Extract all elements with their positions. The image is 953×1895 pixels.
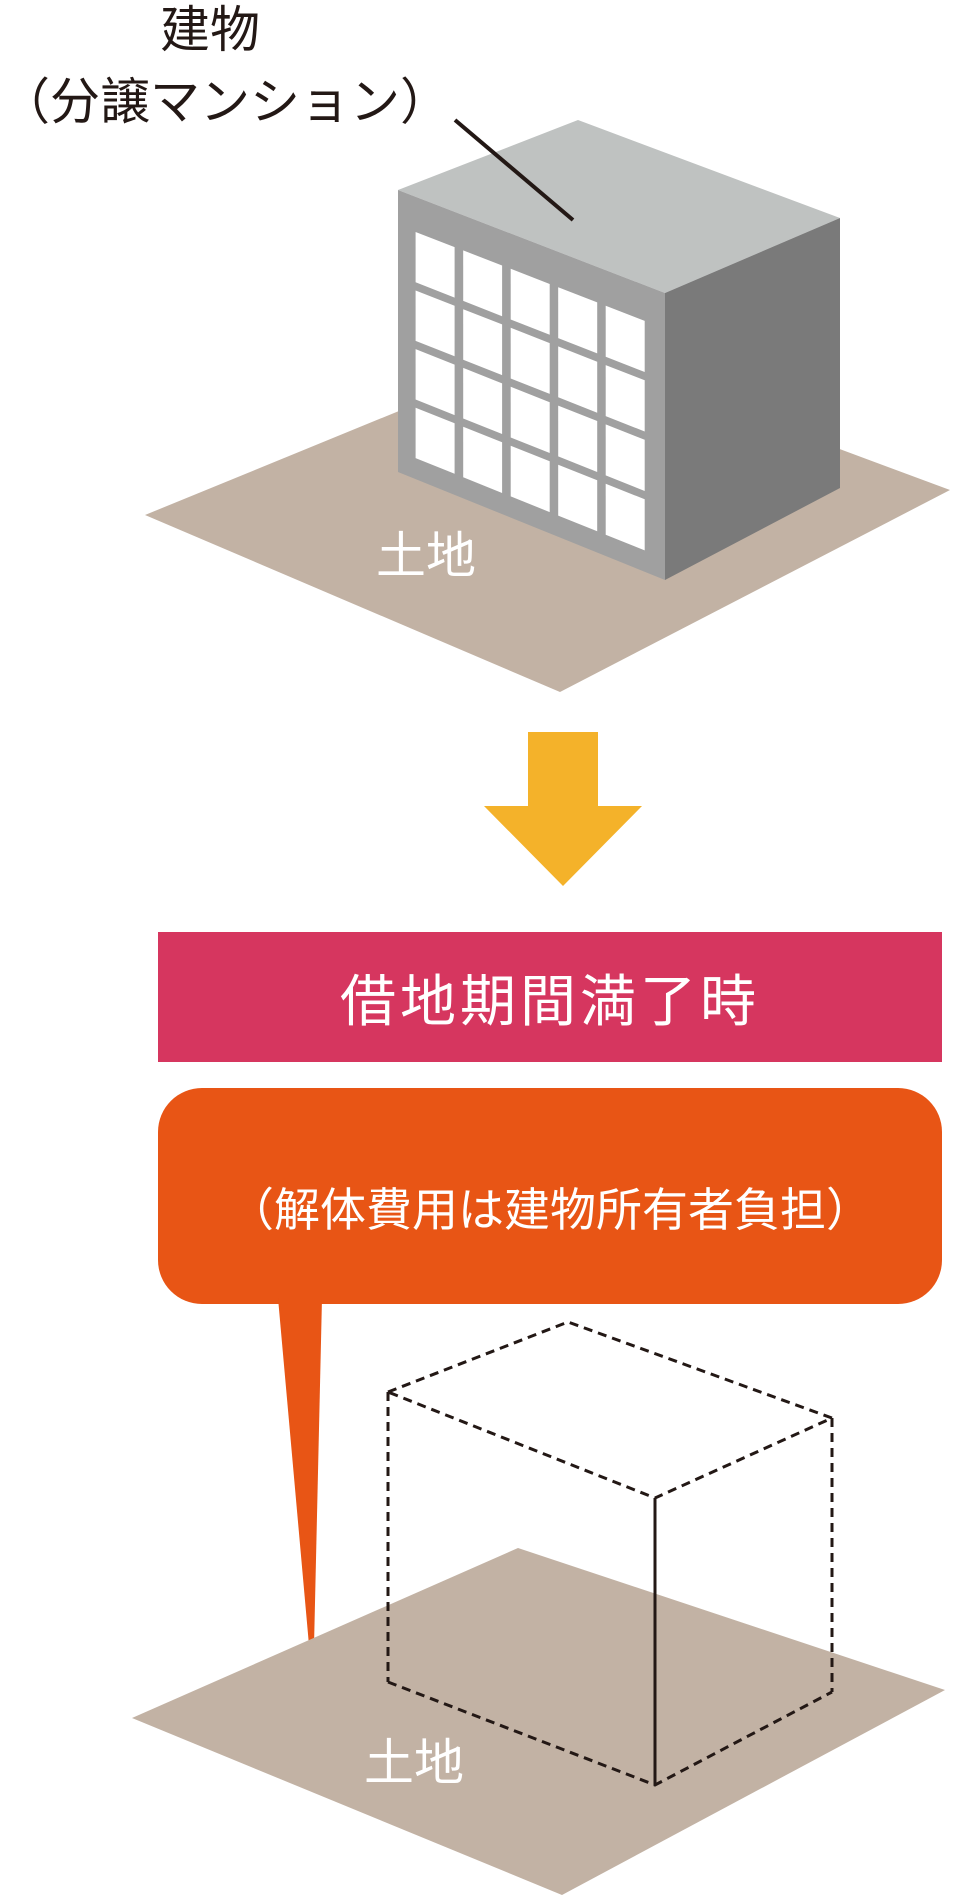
window-r1-c1 (415, 232, 455, 298)
window-r2-c5 (605, 365, 645, 432)
window-r3-c3 (510, 386, 550, 453)
callout-text: （解体費用は建物所有者負担） (228, 1183, 872, 1237)
down-arrow-icon (484, 732, 642, 886)
window-r1-c3 (510, 268, 550, 335)
lease-expiry-banner: 借地期間満了時 (158, 932, 942, 1062)
land-label-bottom: 土地 (364, 1734, 464, 1792)
window-r2-c4 (558, 346, 598, 413)
land-plate-bottom (132, 1548, 945, 1895)
window-r3-c1 (415, 349, 455, 416)
window-r1-c5 (605, 305, 645, 372)
window-r4-c2 (463, 426, 503, 493)
building-leader-line (453, 118, 575, 222)
building-windows (415, 232, 645, 551)
window-r4-c1 (415, 407, 455, 474)
window-r1-c2 (463, 250, 503, 317)
building-side-face (665, 218, 840, 580)
callout-bubble (158, 1088, 942, 1690)
window-r2-c1 (415, 290, 455, 357)
window-r4-c4 (558, 464, 598, 532)
window-r4-c3 (510, 445, 550, 513)
window-r4-c5 (605, 483, 645, 551)
window-r2-c2 (463, 309, 503, 376)
window-r1-c4 (558, 287, 598, 354)
land-label-top: 土地 (376, 527, 476, 585)
banner-text: 借地期間満了時 (340, 969, 760, 1035)
window-r3-c5 (605, 424, 645, 491)
window-r3-c4 (558, 405, 598, 472)
window-r3-c2 (463, 367, 503, 434)
building-title-label: 建物 (160, 1, 260, 59)
window-r2-c3 (510, 327, 550, 394)
building-subtitle-label: （分譲マンション） (0, 73, 450, 131)
callout-tail (278, 1298, 322, 1690)
